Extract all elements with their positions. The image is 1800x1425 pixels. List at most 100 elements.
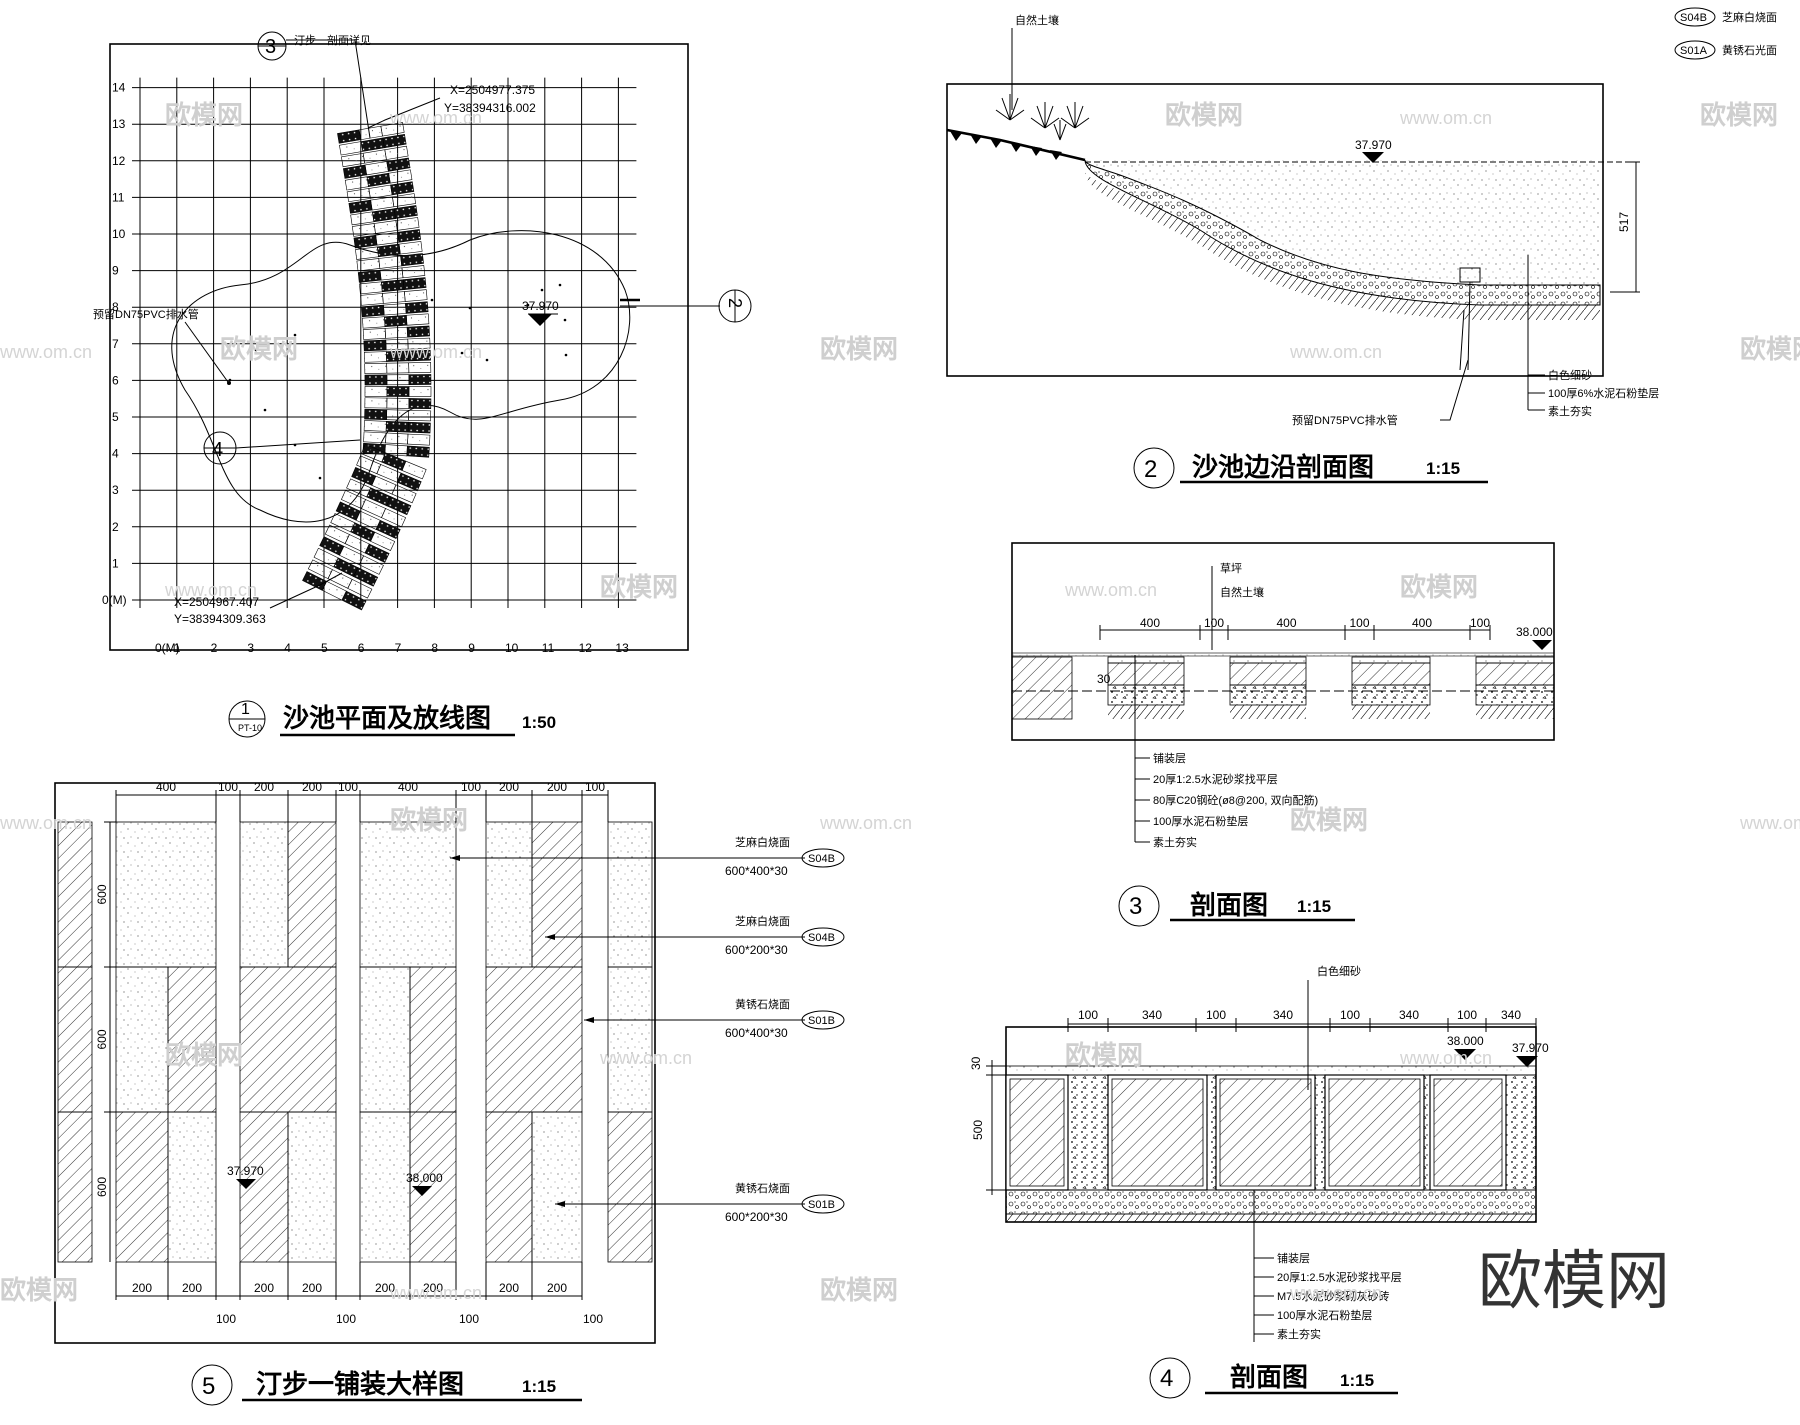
detail-5-bottom-dim-2: 100 (336, 1312, 356, 1326)
plan-y-tick: 6 (112, 373, 119, 387)
brick-block (1009, 1078, 1065, 1187)
plan-grid (132, 77, 637, 608)
title-3-circle (1118, 885, 1160, 927)
section-4-dim-label: 340 (1142, 1008, 1162, 1022)
detail-5-bottom-dim: 200 (182, 1281, 202, 1295)
stepping-stone (337, 122, 405, 144)
detail-5-callout-size: 600*200*30 (725, 943, 788, 957)
section-3-dim-label: 100 (1470, 616, 1490, 630)
plan-y-tick: 4 (112, 447, 119, 461)
watermark-brand: 欧模网 (1740, 334, 1800, 364)
plan-y-tick: 0(M) (102, 593, 127, 607)
title-1-text: 沙池平面及放线图 (283, 703, 491, 733)
plan-y-tick: 10 (112, 227, 126, 241)
section-2-frame (946, 83, 1604, 377)
paving-stone (167, 966, 217, 1113)
sandpit-boundary (171, 230, 631, 523)
plan-x-tick: 0(M) (155, 641, 180, 655)
title-4-circle (1149, 1357, 1191, 1399)
section-4-layer-label: M7.5水泥砂浆砌灰砂砖 (1277, 1289, 1389, 1303)
section-4-left-b: 500 (971, 1120, 985, 1140)
watermarks: 欧模网 www.om.cn 欧模网 www.om.cn 欧模网 www.om.cn 欧模网 w… (0, 100, 1800, 1305)
slab-stone (1351, 662, 1431, 686)
section-4-left-a: 30 (969, 1056, 983, 1070)
watermark-brand: 欧模网 (1700, 100, 1778, 130)
callout-3-number: 3 (265, 36, 276, 58)
paving-stone (359, 966, 411, 1113)
detail-5-top-dim: 400 (398, 780, 418, 794)
plan-x-tick: 3 (247, 641, 254, 655)
detail-5-bottom-dim: 200 (254, 1281, 274, 1295)
plan-elevation: 37.970 (522, 299, 559, 313)
stepping-stone (341, 145, 409, 168)
watermark-url: www.om.cn (1739, 813, 1800, 833)
brick-block (1219, 1078, 1312, 1187)
section-3-layer-label: 80厚C20钢砼(ø8@200, 双向配筋) (1153, 793, 1318, 807)
plan-x-tick: 6 (358, 641, 365, 655)
paving-stone (607, 821, 653, 968)
paving-stone (115, 966, 169, 1113)
watermark-brand: 欧模网 (820, 1275, 898, 1305)
paving-stone (239, 966, 337, 1113)
callout-4-number: 4 (212, 439, 223, 461)
section-2-layer1: 白色细砂 (1548, 368, 1592, 382)
plan-y-tick: 3 (112, 483, 119, 497)
paving-stone (607, 966, 653, 1113)
section-4-dim-label: 100 (1340, 1008, 1360, 1022)
title-2-text: 沙池边沿剖面图 (1192, 452, 1374, 482)
title-2-number: 2 (1144, 456, 1157, 483)
section-4-dim-label: 100 (1206, 1008, 1226, 1022)
plan-x-tick: 11 (542, 641, 555, 655)
plan-x-tick: 2 (211, 641, 218, 655)
plan-y-tick: 2 (112, 520, 119, 534)
stepping-stone (330, 513, 396, 551)
detail-5-left-dim: 600 (95, 1029, 109, 1049)
detail-5-top-dim: 100 (585, 780, 605, 794)
paving-stone (57, 821, 93, 968)
section-3-left-dim: 30 (1097, 672, 1111, 686)
title-3-number: 3 (1129, 893, 1142, 920)
legend-name-1: 芝麻白烧面 (1722, 10, 1777, 24)
detail-5-bottom-dim: 200 (547, 1281, 567, 1295)
detail-5-top-dim: 200 (254, 780, 274, 794)
plan-frame (109, 43, 689, 651)
slab-stone (1475, 662, 1555, 686)
detail-5-left-dim: 600 (95, 1177, 109, 1197)
detail-5-elev-b: 38.000 (406, 1171, 443, 1185)
slab-concrete (1475, 684, 1555, 706)
watermark-url: www.om.cn (599, 1048, 692, 1068)
title-1-scale: 1:50 (522, 713, 556, 732)
stepping-stone (348, 193, 416, 214)
title-4-number: 4 (1160, 1365, 1173, 1392)
detail-5-bottom-dim: 200 (499, 1281, 519, 1295)
stepping-stone (357, 265, 426, 283)
stepping-stone (364, 362, 432, 374)
detail-5-frame (54, 782, 656, 1344)
paving-stone (57, 966, 93, 1113)
plan-y-tick: 1 (112, 556, 119, 570)
watermark-brand: 欧模网 (165, 100, 243, 130)
watermark-url: www.om.cn (1399, 108, 1492, 128)
section-3-dim-label: 100 (1350, 616, 1370, 630)
section-3-dim-label: 400 (1412, 616, 1432, 630)
paving-stone (167, 1111, 217, 1263)
detail-5-bottom-dim: 200 (423, 1281, 443, 1295)
stepping-stone (324, 524, 390, 563)
stepping-stone (351, 217, 420, 237)
watermark-url: www.om.cn (1399, 1048, 1492, 1068)
section-4-dim-label: 340 (1399, 1008, 1419, 1022)
paving-stone (287, 1111, 337, 1263)
slab-top (1107, 656, 1185, 664)
plan-y-tick: 14 (112, 81, 126, 95)
plan-y-tick: 13 (112, 117, 126, 131)
brick-block (1111, 1078, 1204, 1187)
coord-bottom-x: X=2504967.407 (174, 595, 259, 609)
slab-stone (1107, 662, 1185, 686)
